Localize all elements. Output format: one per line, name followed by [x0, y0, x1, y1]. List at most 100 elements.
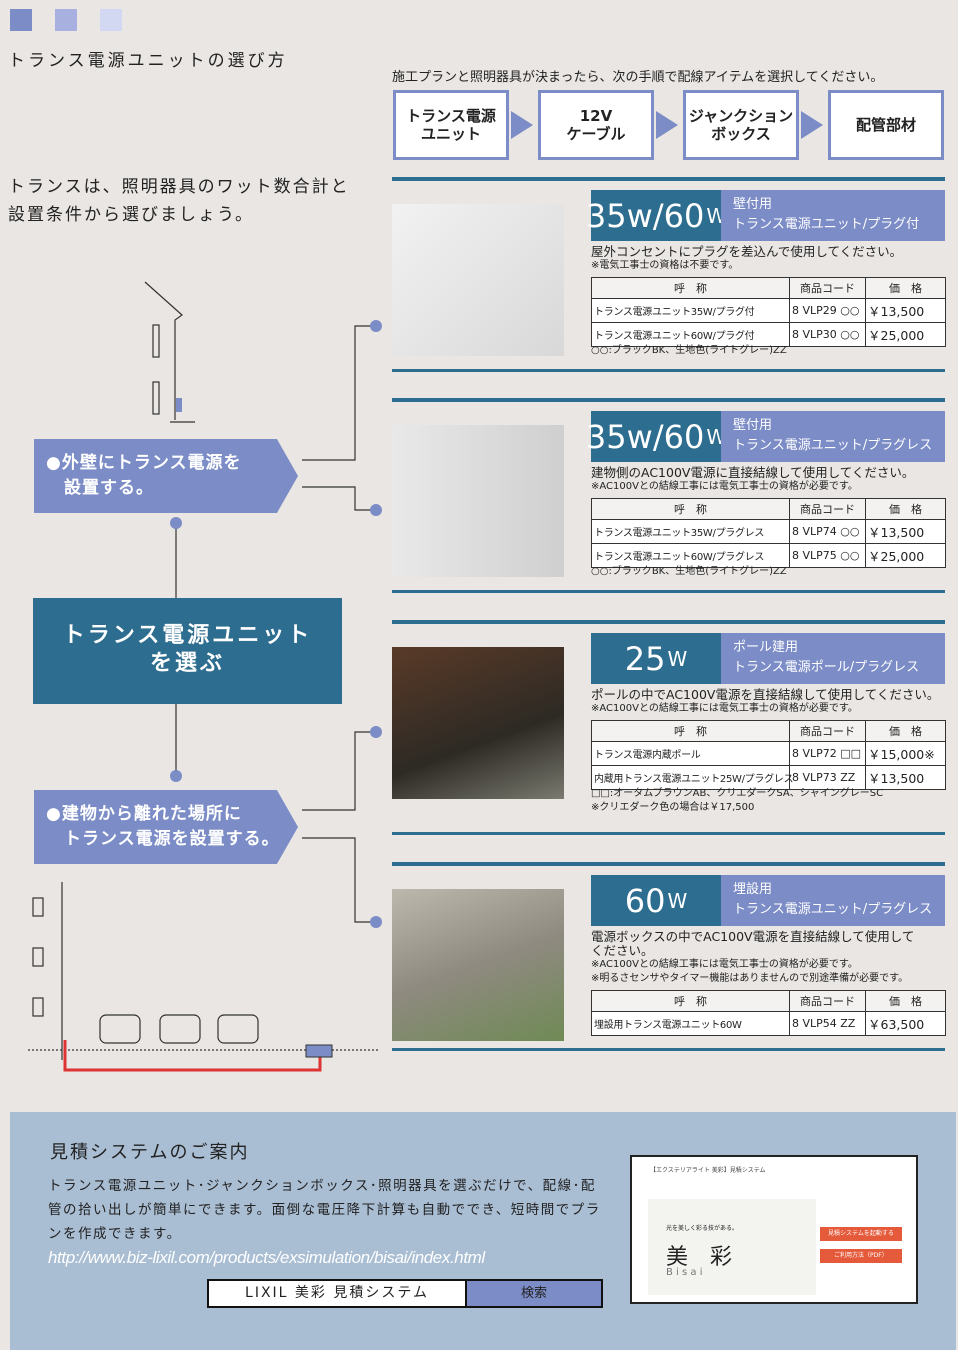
column-header: 価 格	[865, 498, 946, 520]
product-photo	[392, 204, 564, 356]
product-type: 壁付用 トランス電源ユニット/プラグレス	[721, 411, 945, 462]
product-price: ￥25,000	[865, 322, 946, 347]
column-header: 商品コード	[789, 990, 866, 1012]
column-header: 商品コード	[789, 498, 866, 520]
connector-dot	[370, 320, 382, 332]
column-header: 価 格	[865, 720, 946, 742]
connector-dot	[170, 517, 182, 529]
column-header: 価 格	[865, 990, 946, 1012]
website-screenshot: 【エクステリアライト 美彩】見積システム 光を美しく彩る技がある。 美 彩 B …	[630, 1155, 918, 1304]
step-transformer: トランス電源 ユニット	[393, 90, 509, 160]
step-piping: 配管部材	[828, 90, 944, 160]
product-code: 8 VLP74 ○○	[789, 519, 866, 544]
search-box[interactable]: LIXIL 美彩 見積システム 検索	[207, 1279, 603, 1308]
column-header: 商品コード	[789, 277, 866, 299]
step-junction-box: ジャンクション ボックス	[683, 90, 799, 160]
installation-diagram	[28, 281, 380, 1072]
product-name: 埋設用トランス電源ユニット60W	[591, 1011, 790, 1036]
product-photo	[392, 647, 564, 799]
table-header-row: 呼 称商品コード価 格	[591, 990, 946, 1012]
connector-dot	[370, 504, 382, 516]
table-header-row: 呼 称商品コード価 格	[591, 498, 946, 520]
product-type: 壁付用 トランス電源ユニット/プラグ付	[721, 190, 945, 241]
screenshot-logo: 美 彩	[666, 1245, 733, 1270]
column-header: 呼 称	[591, 498, 790, 520]
estimate-url-link[interactable]: http://www.biz-lixil.com/products/exsimu…	[48, 1248, 485, 1267]
product-name: トランス電源ユニット35W/プラグ付	[591, 298, 790, 323]
column-header: 呼 称	[591, 990, 790, 1012]
connector-dot	[370, 916, 382, 928]
screenshot-pdf-button: ご利用方法（PDF）	[820, 1249, 902, 1263]
callout-remote: ●建物から離れた場所に トランス電源を設置する。	[34, 790, 298, 864]
screenshot-heading: 【エクステリアライト 美彩】見積システム	[650, 1167, 766, 1174]
product-name: トランス電源ユニット60W/プラグ付	[591, 322, 790, 347]
search-button[interactable]: 検索	[465, 1281, 601, 1306]
connector-dot	[170, 770, 182, 782]
estimate-title: 見積システムのご案内	[50, 1142, 250, 1163]
product-type: 埋設用 トランス電源ユニット/プラグレス	[721, 875, 945, 926]
product-description: 電源ボックスの中でAC100V電源を直接結線して使用して ください。※AC100…	[591, 930, 945, 986]
column-header: 呼 称	[591, 277, 790, 299]
product-description: ポールの中でAC100V電源を直接結線して使用してください。※AC100Vとの結…	[591, 688, 945, 716]
screenshot-logo-en: B i s a i	[666, 1267, 703, 1278]
intro-text: トランスは、照明器具のワット数合計と 設置条件から選びましょう。	[8, 177, 350, 225]
estimate-text: トランス電源ユニット･ジャンクションボックス･照明器具を選ぶだけで、配線･配管の…	[48, 1178, 601, 1242]
arrow-icon	[511, 111, 533, 139]
screenshot-start-button: 見積システムを起動する	[820, 1227, 902, 1241]
swatch-3	[100, 9, 122, 31]
callout-wall: ●外壁にトランス電源を 設置する。	[34, 439, 298, 513]
color-note: □□:オータムブラウンAB、クリエダークSA、シャイングレーSC ※クリエダーク…	[591, 788, 884, 813]
column-header: 呼 称	[591, 720, 790, 742]
product-name: トランス電源内蔵ポール	[591, 741, 790, 766]
lead-text: 施工プランと照明器具が決まったら、次の手順で配線アイテムを選択してください。	[392, 70, 884, 85]
table-header-row: 呼 称商品コード価 格	[591, 277, 946, 299]
product-name: 内蔵用トランス電源ユニット25W/プラグレス	[591, 765, 793, 790]
product-price: ￥13,500	[865, 765, 946, 790]
product-price: ￥15,000※	[865, 741, 946, 766]
product-code: 8 VLP54 ZZ	[789, 1011, 866, 1036]
page-title: トランス電源ユニットの選び方	[8, 51, 288, 71]
product-type: ポール建用 トランス電源ポール/プラグレス	[721, 633, 945, 684]
swatch-1	[10, 9, 32, 31]
product-note: ※AC100Vとの結線工事には電気工事士の資格が必要です。 ※明るさセンサやタイ…	[591, 959, 909, 984]
product-photo	[392, 889, 564, 1041]
product-description: 屋外コンセントにプラグを差込んで使用してください。※電気工事士の資格は不要です。	[591, 245, 945, 273]
product-name: トランス電源ユニット60W/プラグレス	[591, 543, 790, 568]
product-price: ￥13,500	[865, 519, 946, 544]
arrow-icon	[656, 111, 678, 139]
product-name: トランス電源ユニット35W/プラグレス	[591, 519, 790, 544]
product-note: ※電気工事士の資格は不要です。	[591, 260, 739, 271]
product-code: 8 VLP30 ○○	[789, 322, 866, 347]
product-note: ※AC100Vとの結線工事には電気工事士の資格が必要です。	[591, 481, 858, 492]
product-price: ￥63,500	[865, 1011, 946, 1036]
product-price: ￥13,500	[865, 298, 946, 323]
arrow-icon	[801, 111, 823, 139]
product-code: 8 VLP75 ○○	[789, 543, 866, 568]
color-note: ○○:ブラックBK、生地色(ライトグレー)ZZ	[591, 345, 787, 356]
search-keyword[interactable]: LIXIL 美彩 見積システム	[209, 1281, 465, 1306]
screenshot-catch: 光を美しく彩る技がある。	[666, 1225, 739, 1232]
table-header-row: 呼 称商品コード価 格	[591, 720, 946, 742]
step-cable: 12V ケーブル	[538, 90, 654, 160]
connector-dot	[370, 726, 382, 738]
product-code: 8 VLP72 □□	[789, 741, 866, 766]
